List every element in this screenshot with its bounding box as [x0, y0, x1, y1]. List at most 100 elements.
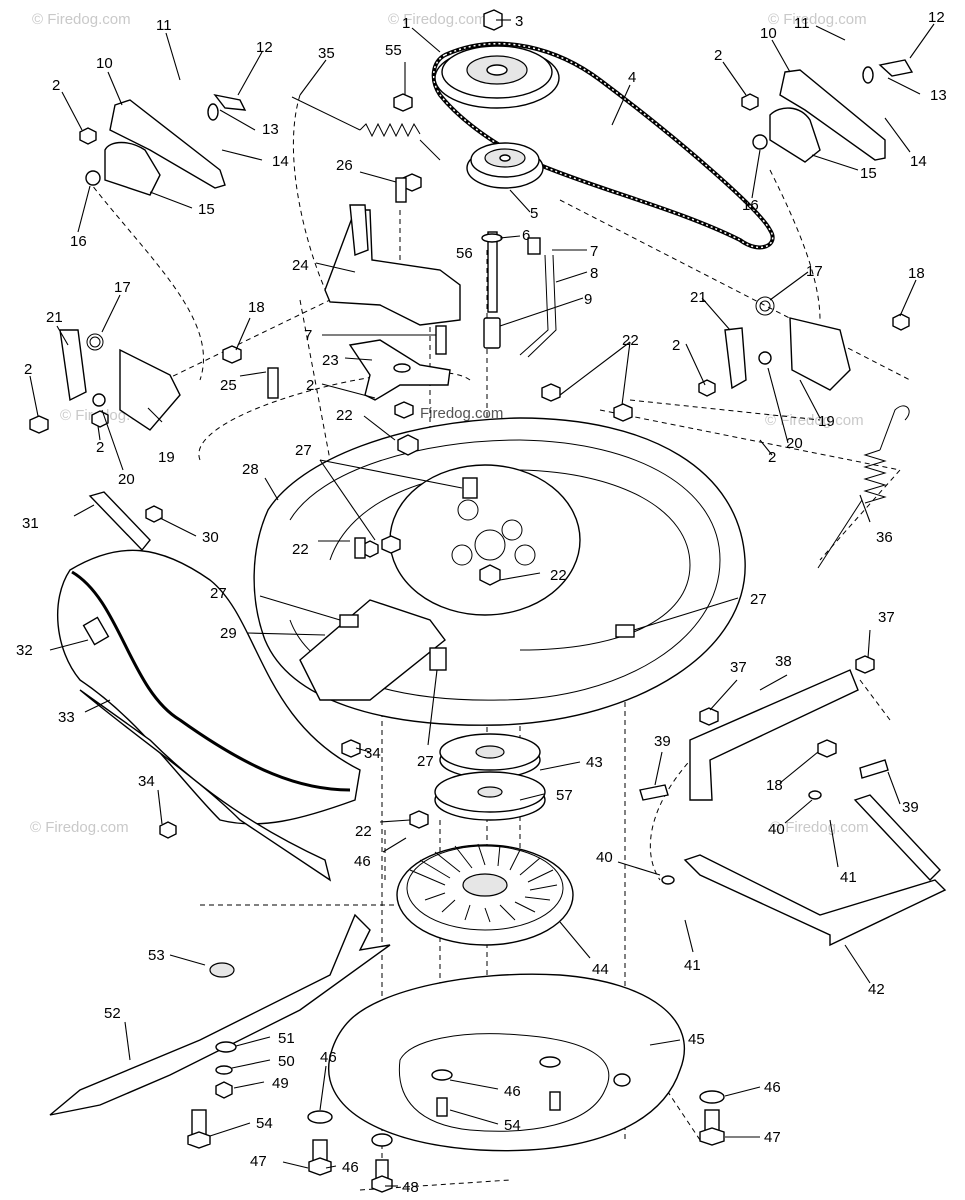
callout-14b: 14 [910, 153, 927, 170]
callout-12a: 12 [256, 39, 273, 56]
callout-47b: 47 [764, 1129, 781, 1146]
callout-34a: 34 [138, 773, 155, 790]
callout-2e: 2 [714, 47, 722, 64]
callout-42: 42 [868, 981, 885, 998]
callout-29: 29 [220, 625, 237, 642]
callout-16a: 16 [70, 233, 87, 250]
pin [639, 759, 889, 885]
callout-2b: 2 [306, 377, 314, 394]
callout-39a: 39 [654, 733, 671, 750]
callout-33: 33 [58, 709, 75, 726]
callout-39b: 39 [902, 799, 919, 816]
callout-24: 24 [292, 257, 309, 274]
callout-5: 5 [530, 205, 538, 222]
callout-25: 25 [220, 377, 237, 394]
callout-55: 55 [385, 42, 402, 59]
callout-37b: 37 [730, 659, 747, 676]
mounting-bolt [371, 1159, 393, 1193]
mower-deck [253, 417, 746, 726]
callout-43: 43 [586, 754, 603, 771]
idler-bracket [324, 204, 461, 326]
blade-hardware [187, 1041, 237, 1149]
callout-48: 48 [402, 1179, 419, 1196]
watermark: Firedog.com [420, 405, 503, 422]
callout-7b: 7 [304, 327, 312, 344]
callout-52: 52 [104, 1005, 121, 1022]
callout-18b: 18 [766, 777, 783, 794]
callout-13b: 13 [930, 87, 947, 104]
callout-20b: 20 [786, 435, 803, 452]
callout-2f: 2 [672, 337, 680, 354]
drive-belt [431, 41, 775, 250]
callout-1: 1 [402, 15, 410, 32]
spindle-shaft [481, 231, 503, 349]
callout-7: 7 [590, 243, 598, 260]
callout-23: 23 [322, 352, 339, 369]
callout-18c: 18 [908, 265, 925, 282]
callout-22a: 22 [336, 407, 353, 424]
nut [483, 9, 503, 31]
callout-54b: 54 [504, 1117, 521, 1134]
callout-46a: 46 [354, 853, 371, 870]
left-height-bracket [79, 93, 247, 196]
watermark: © Firedog.com [30, 819, 129, 836]
callout-9: 9 [584, 291, 592, 308]
callout-47a: 47 [250, 1153, 267, 1170]
callout-15b: 15 [860, 165, 877, 182]
callout-46b: 46 [504, 1083, 521, 1100]
front-hanger [683, 669, 947, 947]
callout-27a: 27 [295, 442, 312, 459]
discharge-chute [56, 549, 361, 882]
callout-2d: 2 [96, 439, 104, 456]
watermark: © Firedog.com [32, 11, 131, 28]
callout-49: 49 [272, 1075, 289, 1092]
callout-32: 32 [16, 642, 33, 659]
callout-19b: 19 [818, 413, 835, 430]
callout-46c: 46 [320, 1049, 337, 1066]
callout-30: 30 [202, 529, 219, 546]
callout-54a: 54 [256, 1115, 273, 1132]
belt-guide-spring [291, 96, 441, 161]
callout-21a: 21 [46, 309, 63, 326]
callout-14a: 14 [272, 153, 289, 170]
right-lift-bracket [724, 296, 851, 391]
callout-26: 26 [336, 157, 353, 174]
callout-46e: 46 [764, 1079, 781, 1096]
chute-bracket [88, 491, 151, 552]
watermark: © Firedog.com [770, 819, 869, 836]
watermark: © Firedog.com [388, 11, 487, 28]
callout-19a: 19 [158, 449, 175, 466]
callout-57: 57 [556, 787, 573, 804]
callout-3: 3 [515, 13, 523, 30]
callout-17b: 17 [806, 263, 823, 280]
callout-35: 35 [318, 45, 335, 62]
callout-45: 45 [688, 1031, 705, 1048]
callout-36: 36 [876, 529, 893, 546]
idler-pulley [466, 142, 544, 189]
adjust-rod [519, 254, 557, 358]
callout-41a: 41 [840, 869, 857, 886]
callout-28: 28 [242, 461, 259, 478]
callout-22e: 22 [355, 823, 372, 840]
cutting-blade [49, 913, 391, 1116]
mounting-bolt [307, 1110, 333, 1176]
callout-41b: 41 [684, 957, 701, 974]
cooling-fan [396, 843, 574, 946]
left-lift-bracket [59, 329, 181, 431]
callout-50: 50 [278, 1053, 295, 1070]
callout-10b: 10 [760, 25, 777, 42]
mounting-bolt [699, 1090, 725, 1146]
callout-16b: 16 [742, 197, 759, 214]
callout-20a: 20 [118, 471, 135, 488]
callout-labels: 1 3 4 5 6 7 8 9 55 35 26 24 56 7 23 2 25… [16, 9, 947, 1196]
callout-27c: 27 [750, 591, 767, 608]
callout-22d: 22 [622, 332, 639, 349]
callout-8: 8 [590, 265, 598, 282]
callout-38: 38 [775, 653, 792, 670]
callout-11a: 11 [156, 17, 172, 34]
leader-lines [29, 19, 935, 1187]
callout-56: 56 [456, 245, 473, 262]
callout-51: 51 [278, 1030, 295, 1047]
watermark: © Firedog.com [765, 412, 864, 429]
